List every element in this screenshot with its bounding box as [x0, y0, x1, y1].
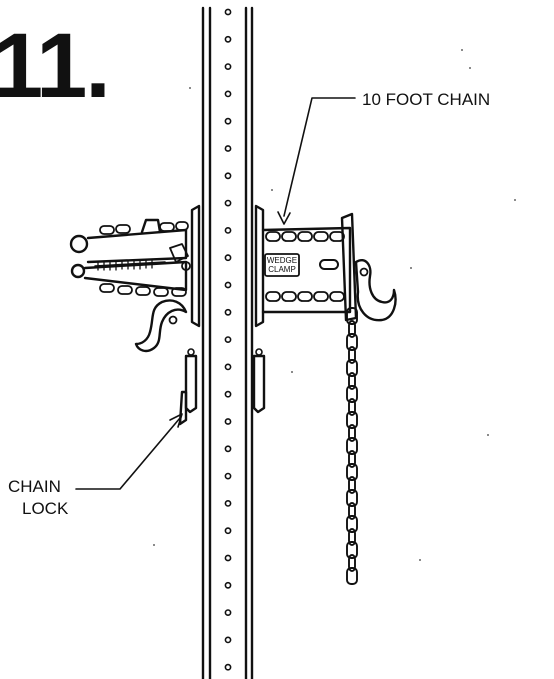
chain-link — [348, 320, 356, 338]
post-hole — [224, 308, 232, 316]
chain-link — [348, 554, 356, 572]
chain-link — [346, 515, 358, 533]
chain-link — [346, 567, 358, 585]
clamp-stamp-line1: WEDGE — [267, 256, 297, 265]
post-hole — [224, 35, 232, 43]
binder-assembly — [69, 218, 191, 297]
clamp-stamp-line2: CLAMP — [268, 265, 296, 274]
post-hole — [224, 609, 232, 616]
ten-foot-chain-arrowhead — [277, 211, 291, 225]
post-hole — [224, 226, 232, 234]
chain-link — [346, 489, 358, 507]
post-holes — [224, 8, 232, 671]
post-hole — [224, 472, 232, 480]
chain-link — [346, 359, 358, 377]
chain-link — [346, 307, 358, 325]
post-hole — [224, 581, 232, 589]
post-hole — [224, 499, 232, 507]
noise-specks — [153, 49, 516, 561]
step-number: 11. — [0, 15, 111, 117]
post-hole — [224, 527, 232, 535]
chain-link — [346, 437, 358, 455]
post-hole — [224, 418, 232, 425]
chain-lock-leader — [75, 417, 181, 490]
post-hole — [224, 663, 232, 671]
post-hole — [224, 554, 232, 562]
post-hole — [224, 63, 232, 70]
chain-link — [348, 528, 356, 546]
post-hole — [224, 172, 232, 180]
post-hole — [224, 8, 232, 16]
chain-link — [348, 346, 356, 364]
post-hole — [224, 145, 232, 152]
hanging-chain — [346, 307, 358, 585]
post-hole — [224, 254, 232, 262]
chain-lock-label-line1: CHAIN — [8, 477, 61, 496]
wedge-clamp: WEDGE CLAMP — [261, 212, 358, 322]
chain-link — [348, 424, 356, 442]
chain-link — [348, 450, 356, 468]
chain-link — [346, 411, 358, 429]
vertical-post — [201, 6, 254, 679]
chain-lock-label-line2: LOCK — [22, 499, 69, 518]
right-hook — [354, 259, 397, 322]
chain-link — [346, 333, 358, 351]
ten-foot-chain-label: 10 FOOT CHAIN — [362, 90, 491, 109]
post-hole — [224, 336, 232, 343]
chain-link — [346, 541, 358, 559]
post-hole — [224, 445, 232, 453]
left-hook — [134, 299, 188, 353]
post-hole — [224, 281, 232, 289]
chain-lock-label: CHAIN LOCK — [8, 476, 68, 520]
chain-link — [346, 463, 358, 481]
post-hole — [224, 117, 232, 125]
chain-lock — [178, 348, 266, 426]
ten-foot-chain-leader — [283, 97, 356, 217]
post-hole — [224, 363, 232, 371]
chain-link — [348, 398, 356, 416]
chain-link — [346, 385, 358, 403]
post-hole — [224, 390, 232, 398]
bracket-plates — [190, 204, 265, 328]
chain-link — [348, 476, 356, 494]
post-hole — [224, 199, 232, 207]
chain-lock-arrowhead — [169, 413, 183, 428]
post-hole — [224, 636, 232, 644]
post-hole — [224, 90, 232, 98]
chain-link — [348, 502, 356, 520]
chain-link — [348, 372, 356, 390]
